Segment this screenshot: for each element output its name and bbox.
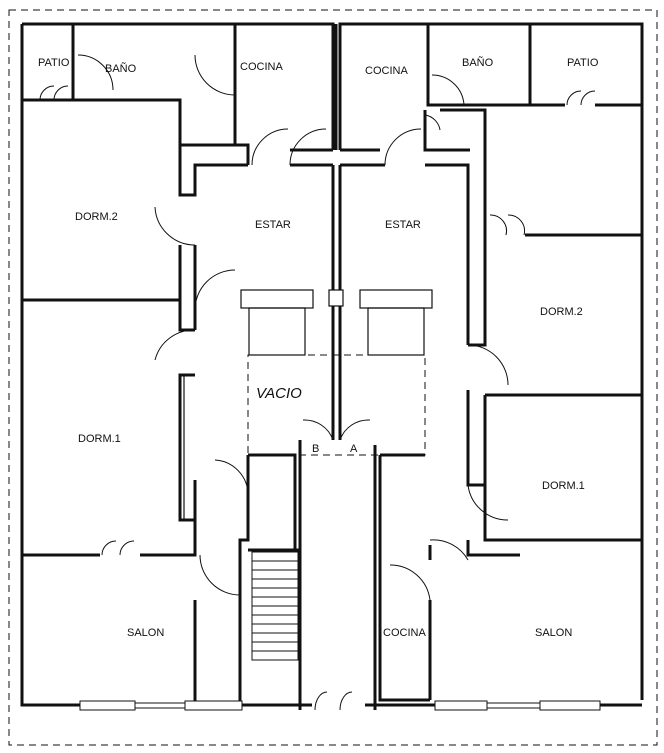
label-bano-right: BAÑO — [462, 56, 494, 69]
label-cocina-small: COCINA — [383, 627, 426, 639]
label-salon-right: SALON — [535, 627, 572, 639]
central-wall — [328, 24, 344, 440]
property-boundary — [8, 9, 658, 746]
label-letter-b: B — [312, 443, 319, 455]
label-dorm2-left: DORM.2 — [75, 211, 118, 223]
planter-boxes — [240, 289, 433, 356]
label-letter-a: A — [350, 443, 358, 455]
label-dorm1-left: DORM.1 — [78, 433, 121, 445]
exterior-walls — [20, 22, 644, 707]
label-patio-left: PATIO — [38, 57, 70, 69]
label-salon-left: SALON — [127, 627, 164, 639]
label-cocina-right: COCINA — [365, 65, 408, 77]
label-dorm1-right: DORM.1 — [542, 480, 585, 492]
label-vacio: VACIO — [256, 385, 302, 402]
label-bano-left: BAÑO — [105, 62, 137, 75]
door-swings — [39, 54, 596, 711]
facade-windows — [79, 700, 601, 711]
right-unit-walls — [340, 24, 642, 710]
room-labels: PATIO BAÑO COCINA COCINA BAÑO PATIO DORM… — [38, 56, 599, 639]
left-unit-walls — [22, 24, 333, 710]
label-patio-right: PATIO — [567, 57, 599, 69]
staircase — [251, 551, 299, 661]
label-dorm2-right: DORM.2 — [540, 306, 583, 318]
light-well — [247, 354, 426, 456]
label-cocina-left: COCINA — [240, 61, 283, 73]
label-estar-right: ESTAR — [385, 219, 421, 231]
label-estar-left: ESTAR — [255, 219, 291, 231]
